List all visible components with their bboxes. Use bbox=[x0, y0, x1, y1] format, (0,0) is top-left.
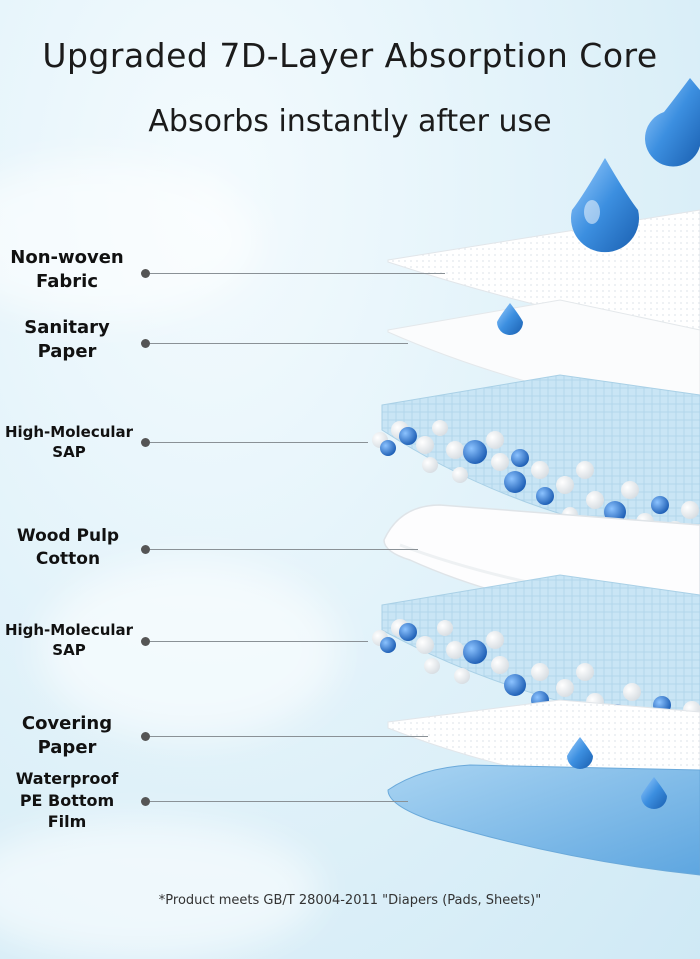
connector-line bbox=[150, 549, 418, 550]
page-title: Upgraded 7D-Layer Absorption Core bbox=[42, 36, 658, 75]
connector-line bbox=[150, 736, 428, 737]
layer-label-sanitary-paper: Sanitary Paper bbox=[24, 317, 110, 363]
droplet-icon bbox=[641, 777, 667, 809]
layer-label-sap-upper: High-Molecular SAP bbox=[4, 423, 134, 462]
layer-label-pe-film: Waterproof PE Bottom Film bbox=[15, 769, 119, 832]
background-cloud bbox=[40, 560, 340, 740]
standard-footnote: *Product meets GB/T 28004-2011 "Diapers … bbox=[158, 893, 542, 908]
connector-dot bbox=[141, 269, 150, 278]
background-cloud bbox=[0, 160, 260, 320]
layer-pe-film bbox=[387, 764, 700, 876]
connector-dot bbox=[141, 545, 150, 554]
droplet-icon bbox=[645, 78, 700, 167]
connector-line bbox=[150, 641, 368, 642]
layer-label-covering-paper: Covering Paper bbox=[21, 713, 113, 759]
connector-dot bbox=[141, 732, 150, 741]
connector-line bbox=[150, 273, 445, 274]
droplet-icon bbox=[571, 158, 639, 253]
connector-line bbox=[150, 343, 408, 344]
page-subtitle: Absorbs instantly after use bbox=[148, 104, 552, 139]
droplet-icon bbox=[567, 737, 593, 769]
connector-line bbox=[150, 442, 368, 443]
connector-dot bbox=[141, 438, 150, 447]
connector-dot bbox=[141, 339, 150, 348]
connector-line bbox=[150, 801, 408, 802]
connector-dot bbox=[141, 797, 150, 806]
connector-dot bbox=[141, 637, 150, 646]
layer-label-sap-lower: High-Molecular SAP bbox=[4, 621, 134, 660]
layer-label-wood-pulp: Wood Pulp Cotton bbox=[16, 526, 120, 569]
droplet-icon bbox=[497, 303, 523, 335]
background-cloud bbox=[0, 820, 320, 959]
layer-label-nonwoven: Non-woven Fabric bbox=[10, 247, 124, 293]
